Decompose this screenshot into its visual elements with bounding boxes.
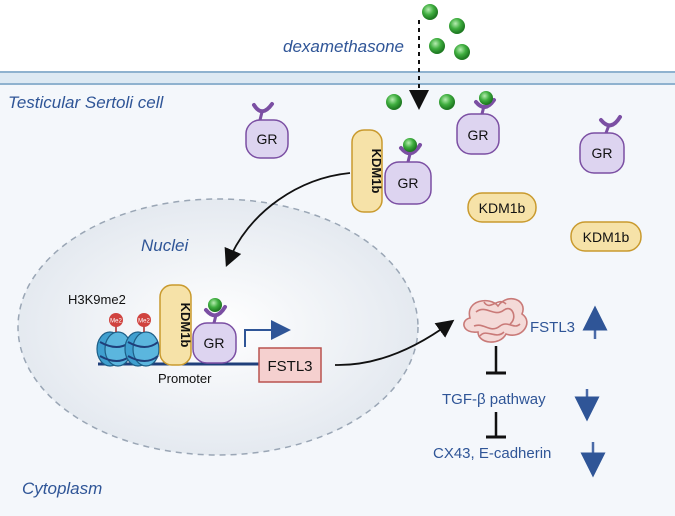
expression-arrow: [334, 319, 455, 366]
fstl3-gene-box: FSTL3: [258, 347, 322, 383]
translocation-arrow: [224, 172, 351, 267]
cell-label: Testicular Sertoli cell: [8, 93, 164, 112]
me2-label: Me2: [110, 319, 122, 325]
nucleosome-2: [124, 331, 160, 367]
nuclei-label: Nuclei: [141, 236, 189, 255]
fstl3-protein: [463, 297, 528, 343]
intracellular-dexamethasone: [386, 94, 455, 110]
kdm1b-gr-complex-cytoplasm: KDM1b GR: [351, 129, 432, 213]
kdm1b-gr-complex-nucleus: KDM1b GR: [159, 284, 237, 366]
inhibition-bar-2: [486, 412, 506, 439]
gr-label: GR: [204, 335, 225, 351]
promoter-label: Promoter: [158, 371, 212, 386]
transcription-arrow: [244, 320, 291, 347]
gr-receptor-free-1: GR: [245, 102, 289, 159]
gr-receptor-bound: GR: [456, 91, 500, 155]
cx43-ecadherin-label: CX43, E-cadherin: [433, 445, 551, 462]
me2-label: Me2: [138, 319, 150, 325]
gr-label: GR: [592, 145, 613, 161]
gr-receptor-free-2: GR: [579, 115, 625, 174]
gr-label: GR: [468, 127, 489, 143]
dexamethasone-label: dexamethasone: [283, 37, 404, 56]
tgf-pathway-label: TGF-β pathway: [442, 391, 546, 408]
kdm1b-label: KDM1b: [479, 200, 526, 216]
gr-label: GR: [257, 131, 278, 147]
kdm1b-free-2: KDM1b: [570, 221, 642, 252]
kdm1b-label: KDM1b: [583, 229, 630, 245]
methyl-tag-1: Me2: [109, 313, 123, 332]
cell-membrane: [0, 71, 675, 85]
cytoplasm-label: Cytoplasm: [22, 479, 102, 498]
methyl-tag-2: Me2: [137, 313, 151, 332]
fstl3-protein-label: FSTL3: [530, 319, 575, 336]
histone-mark-label: H3K9me2: [68, 292, 126, 307]
nucleosome-1: [96, 331, 132, 367]
kdm1b-label: KDM1b: [369, 149, 384, 194]
gr-label: GR: [398, 175, 419, 191]
kdm1b-label: KDM1b: [178, 303, 193, 348]
fstl3-gene-label: FSTL3: [267, 358, 312, 375]
dexamethasone-molecules: [422, 4, 470, 60]
kdm1b-free-1: KDM1b: [467, 192, 537, 223]
inhibition-bar-1: [486, 346, 506, 375]
